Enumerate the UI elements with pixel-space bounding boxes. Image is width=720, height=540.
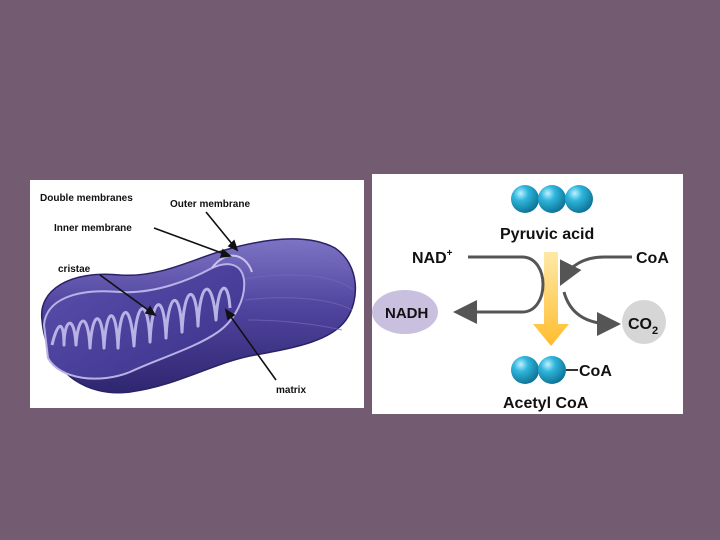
label-cristae: cristae bbox=[58, 264, 91, 275]
nadh-oval bbox=[372, 290, 438, 334]
label-co2: CO2 bbox=[628, 316, 658, 337]
leader-lines bbox=[99, 211, 277, 381]
coa-in-curve bbox=[559, 255, 632, 287]
pyruvate-oxidation-figure: Pyruvic acid NAD+ CoA NADH CO2 CoA Acety… bbox=[372, 174, 683, 414]
inner-membrane-shape bbox=[42, 263, 246, 380]
acetyl-coa-molecule bbox=[511, 356, 578, 384]
main-reaction-arrow bbox=[533, 252, 569, 346]
membrane-rim bbox=[211, 254, 253, 273]
pyruvic-acid-molecule bbox=[511, 185, 593, 213]
label-nad-plus: NAD+ bbox=[412, 248, 453, 267]
mitochondrion-illustration: Double membranes Outer membrane Inner me… bbox=[40, 193, 357, 396]
co2-out-curve bbox=[562, 291, 621, 336]
surface-shading bbox=[229, 252, 355, 331]
co2-circle bbox=[622, 300, 666, 344]
pyruvate-oxidation-diagram: Pyruvic acid NAD+ CoA NADH CO2 CoA Acety… bbox=[372, 185, 669, 412]
label-nadh: NADH bbox=[385, 305, 428, 322]
label-pyruvic-acid: Pyruvic acid bbox=[500, 226, 594, 243]
nad-to-nadh-curve bbox=[453, 255, 545, 324]
label-inner-membrane: Inner membrane bbox=[54, 223, 132, 234]
label-acetyl-coa: Acetyl CoA bbox=[503, 395, 589, 412]
cristae-folds bbox=[50, 286, 232, 350]
label-coa-out: CoA bbox=[579, 363, 612, 380]
label-outer-membrane: Outer membrane bbox=[170, 199, 250, 210]
label-coa-in: CoA bbox=[636, 250, 669, 267]
mitochondrion-figure: Double membranes Outer membrane Inner me… bbox=[30, 180, 364, 408]
label-matrix: matrix bbox=[276, 385, 306, 396]
label-double-membranes: Double membranes bbox=[40, 193, 133, 204]
